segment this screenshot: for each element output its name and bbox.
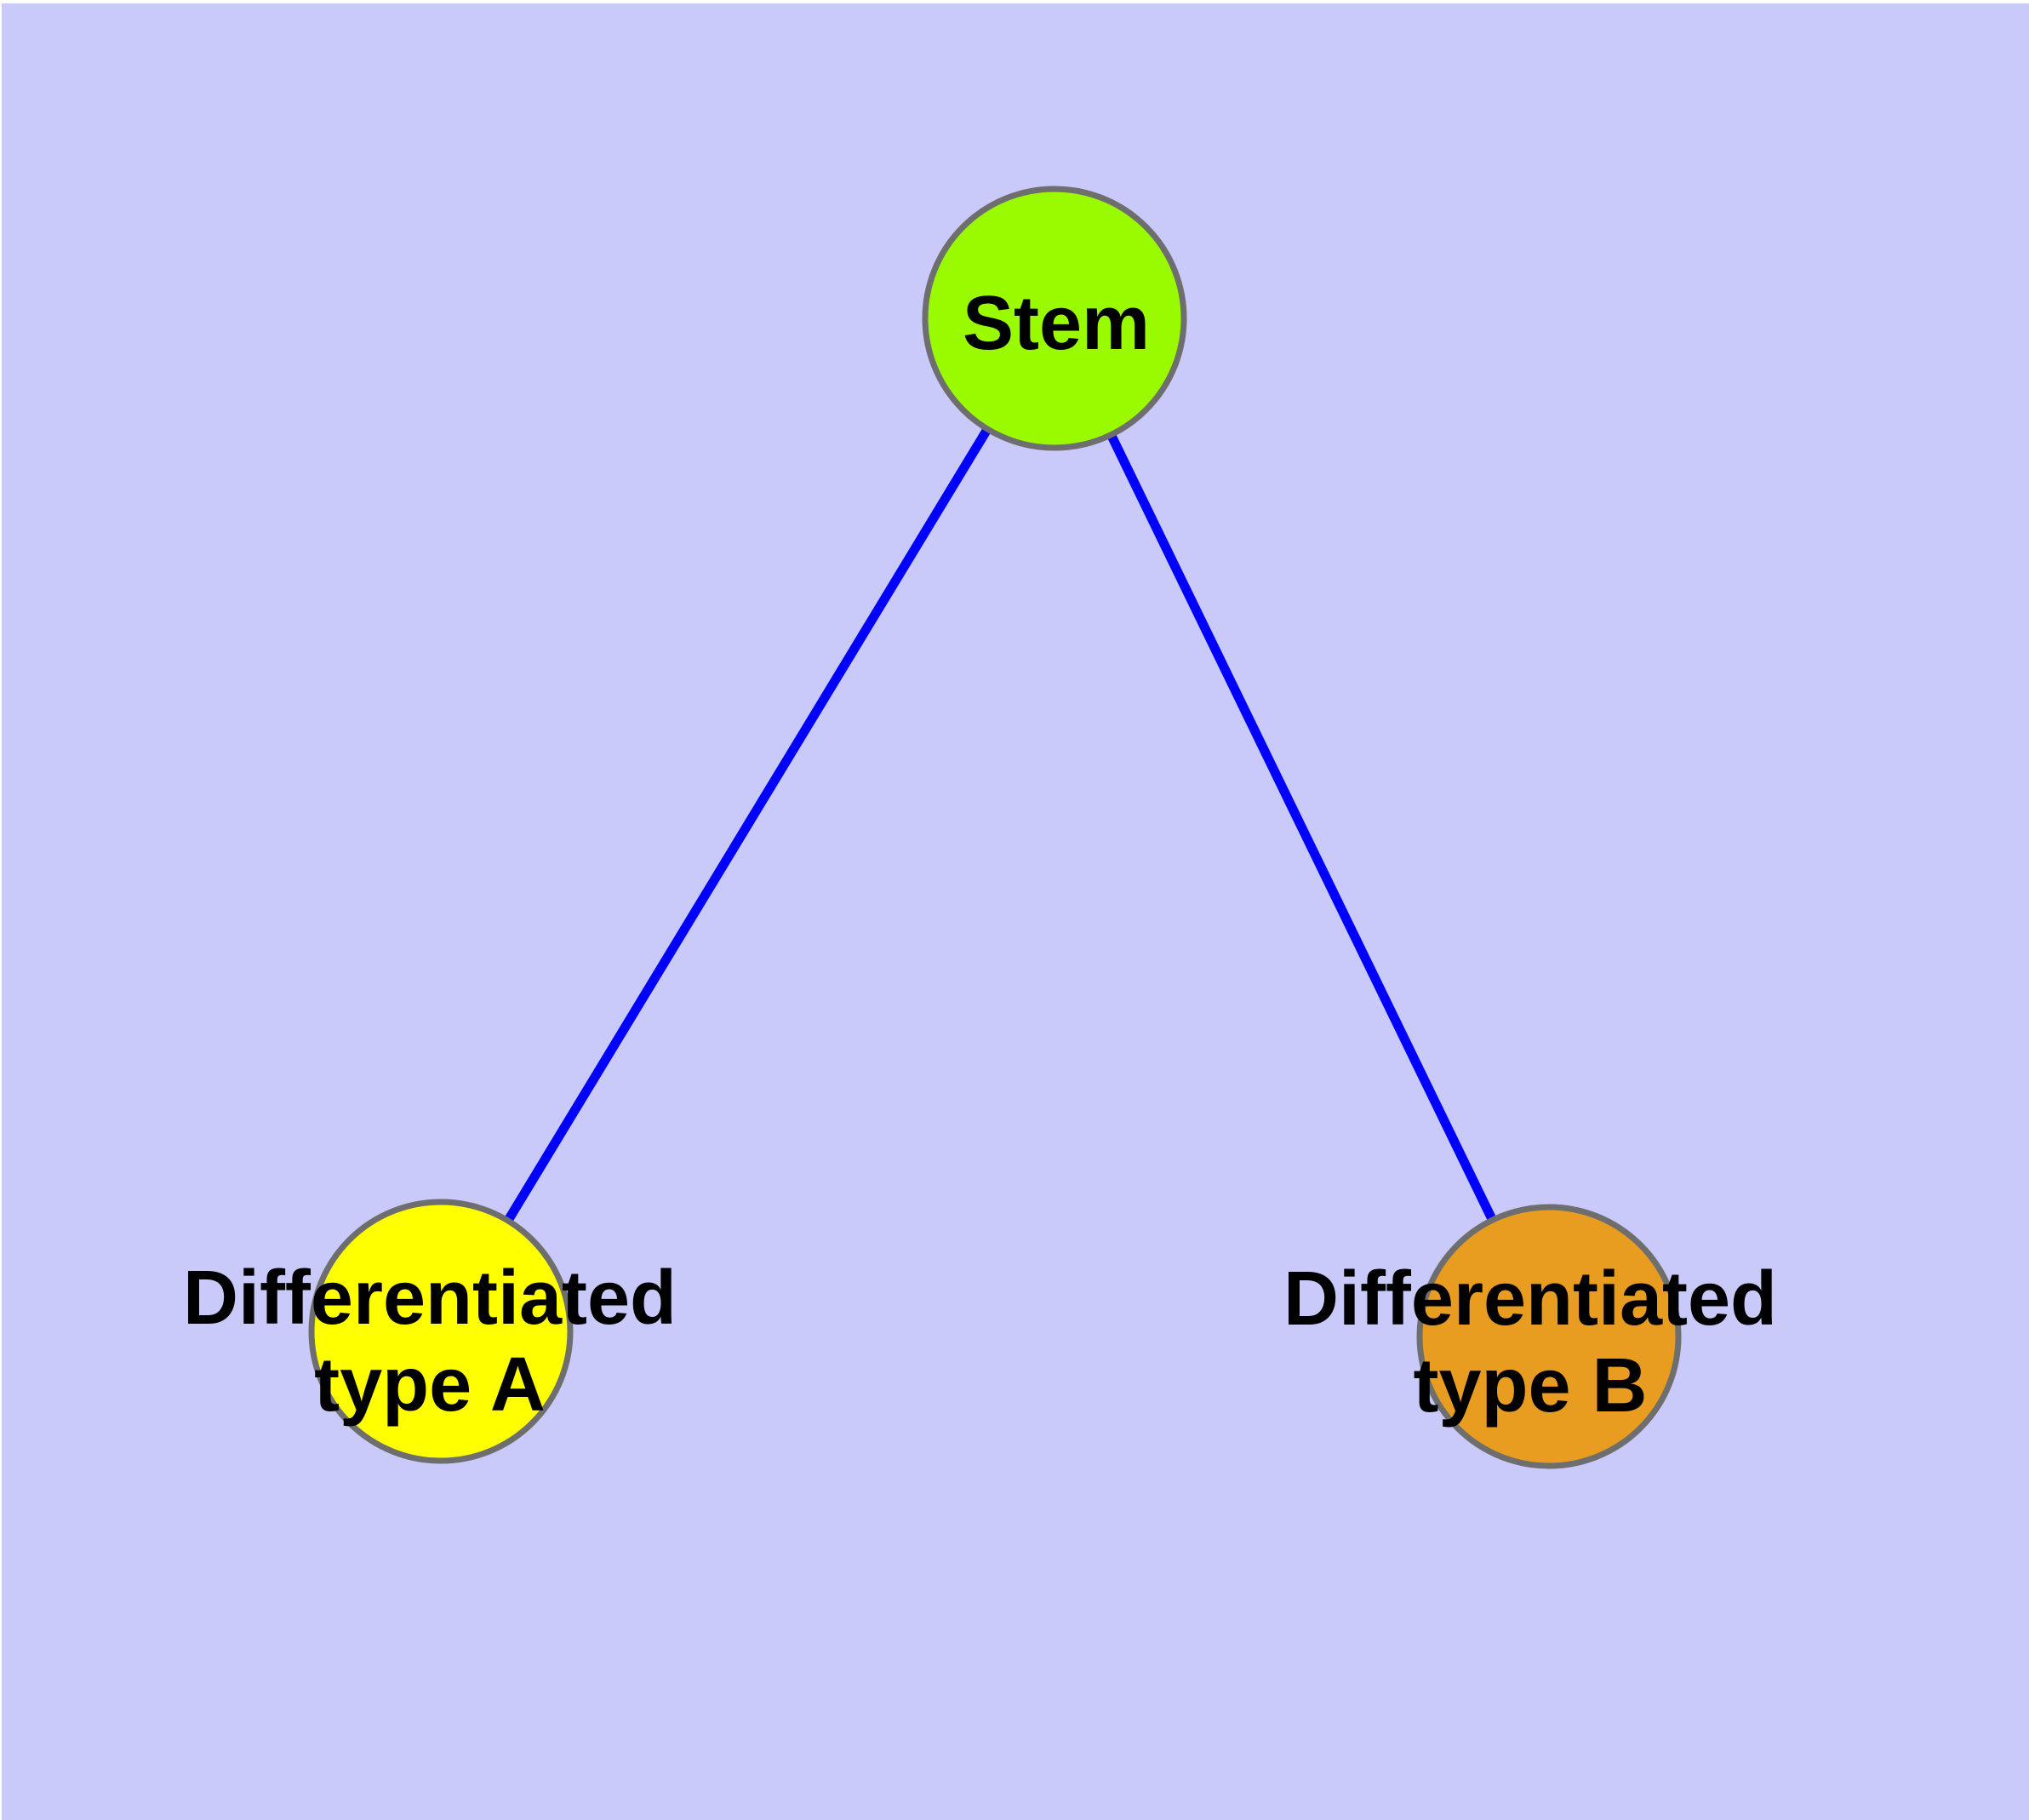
node-differentiated-type-a-label-line-2: type A	[314, 1342, 546, 1428]
node-differentiated-type-b-label-line-2: type B	[1413, 1343, 1647, 1428]
node-differentiated-type-a	[308, 1199, 574, 1464]
node-stem-label-line-1: Stem	[963, 281, 1150, 366]
nodes-layer	[308, 186, 1682, 1469]
node-differentiated-type-a-label-line-1: Differentiated	[183, 1256, 677, 1341]
edges-layer	[437, 316, 1553, 1339]
edge-stem-to-differentiated-type-b	[1050, 316, 1553, 1339]
node-differentiated-type-b-label-line-1: Differentiated	[1283, 1256, 1777, 1342]
node-differentiated-type-b	[1416, 1204, 1682, 1469]
edge-stem-to-differentiated-type-a	[437, 316, 1059, 1334]
node-stem	[922, 186, 1187, 451]
